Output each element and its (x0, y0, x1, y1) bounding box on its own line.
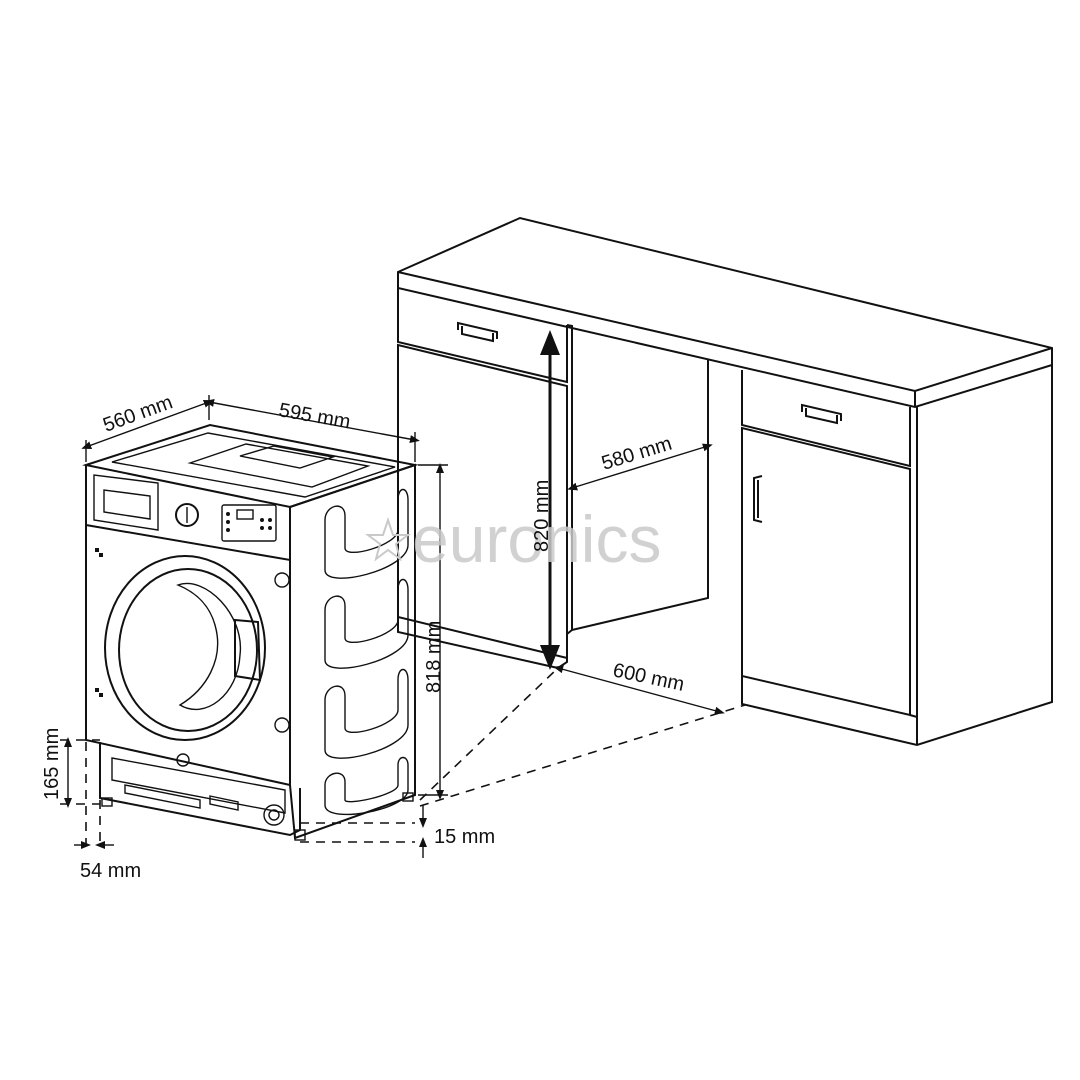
dimension-lines (60, 330, 746, 858)
label-niche-depth-600: 600 mm (611, 659, 686, 696)
countertop (397, 216, 1053, 409)
machine-front (85, 465, 291, 787)
label-width-595: 595 mm (277, 399, 352, 433)
machine-base (99, 742, 301, 837)
door-handle (234, 618, 262, 682)
right-drawer (741, 370, 911, 468)
label-niche-height-820: 820 mm (531, 480, 553, 552)
foot (294, 829, 306, 841)
control-panel (85, 465, 291, 562)
foot (101, 797, 113, 807)
foot (402, 792, 414, 802)
detergent-drawer (93, 474, 159, 531)
program-knob (175, 503, 199, 527)
side-pattern (324, 488, 409, 816)
hinge-top (274, 572, 290, 588)
floor-line (419, 667, 746, 807)
left-drawer (397, 288, 568, 384)
label-plinth-165: 165 mm (41, 728, 63, 800)
label-depth-560: 560 mm (100, 391, 175, 436)
washing-machine (82, 423, 419, 841)
hinge-bottom (274, 717, 290, 733)
door-glass (118, 568, 258, 732)
right-cabinet-door (741, 426, 911, 717)
door-ring (104, 555, 266, 741)
kitchen-cabinet (397, 216, 1053, 747)
appliance-niche (566, 324, 709, 635)
drain-pump-cap (263, 804, 285, 826)
label-height-818: 818 mm (423, 621, 445, 693)
left-drawer-handle (457, 321, 498, 343)
watermark: euronics (365, 502, 661, 576)
right-drawer-handle (801, 403, 842, 425)
star-icon (365, 516, 411, 562)
machine-side (289, 463, 416, 840)
label-offset-54: 54 mm (80, 860, 141, 882)
label-foot-15: 15 mm (434, 826, 495, 848)
right-door-handle (753, 475, 763, 523)
watermark-text: euronics (412, 502, 661, 576)
display-panel (221, 504, 277, 542)
